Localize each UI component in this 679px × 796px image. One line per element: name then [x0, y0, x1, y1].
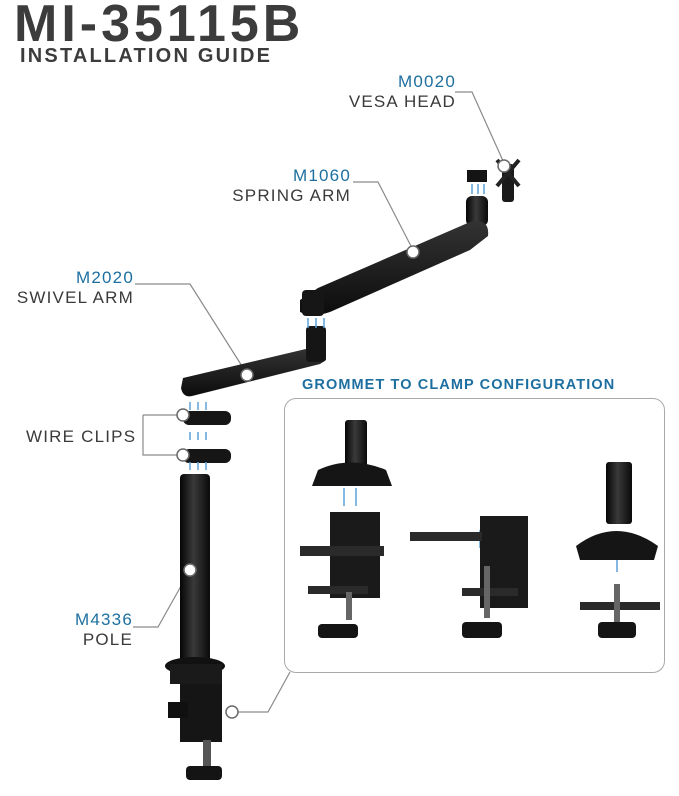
- grommet-step-2: [410, 516, 528, 638]
- part-name: POLE: [82, 630, 133, 649]
- leader-lines: [133, 91, 505, 713]
- grommet-config-title: GROMMET TO CLAMP CONFIGURATION: [302, 377, 616, 393]
- part-name: WIRE CLIPS: [26, 427, 137, 446]
- vesa-head-part: [466, 158, 521, 226]
- part-name: SWIVEL ARM: [16, 288, 134, 307]
- label-vesa-head: M0020 VESA HEAD: [349, 72, 456, 112]
- part-code: M1060: [293, 166, 351, 185]
- part-name: VESA HEAD: [348, 92, 456, 111]
- grommet-step-3: [576, 462, 660, 638]
- part-code: M2020: [76, 268, 134, 287]
- spring-arm-part: [300, 221, 489, 316]
- part-name: SPRING ARM: [232, 186, 351, 205]
- guide-subtitle: INSTALLATION GUIDE: [20, 45, 273, 67]
- grommet-config-panel: [284, 398, 665, 673]
- part-code: M4336: [75, 610, 133, 629]
- swivel-arm-part: [181, 326, 326, 397]
- label-spring-arm: M1060 SPRING ARM: [232, 166, 351, 206]
- label-pole: M4336 POLE: [75, 610, 133, 650]
- label-wire-clips: WIRE CLIPS: [26, 427, 136, 447]
- connection-markers: [176, 159, 511, 719]
- base-clamp-part: [165, 657, 225, 780]
- part-code: M0020: [398, 72, 456, 91]
- wire-clips-part: [183, 411, 231, 463]
- label-swivel-arm: M2020 SWIVEL ARM: [17, 268, 134, 308]
- grommet-step-1: [300, 420, 392, 638]
- model-title: MI-35115B: [14, 0, 305, 53]
